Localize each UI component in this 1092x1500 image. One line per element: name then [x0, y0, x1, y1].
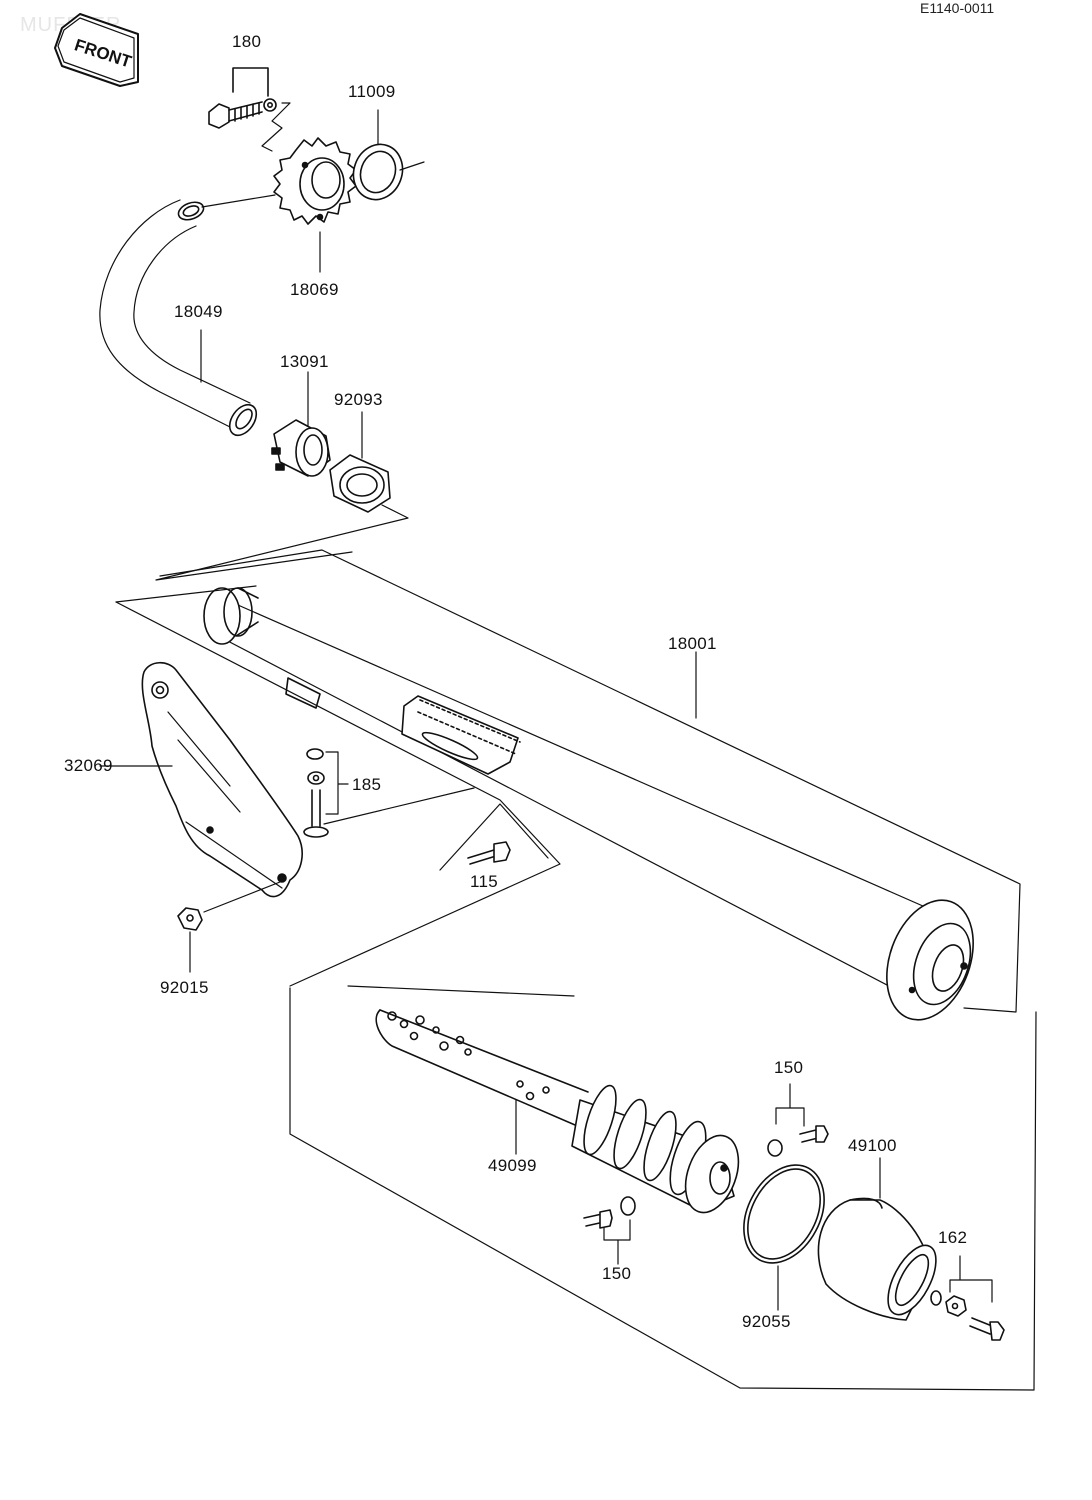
gasket-92055-icon — [743, 1164, 825, 1311]
part-label-18069: 18069 — [290, 280, 339, 299]
part-label-150-upper: 150 — [774, 1058, 804, 1077]
bolt-set-162-icon — [930, 1255, 1005, 1341]
flange-18069-icon — [273, 137, 357, 273]
part-label-49099: 49099 — [488, 1156, 537, 1175]
gasket-92093-icon — [155, 411, 409, 581]
part-label-49100: 49100 — [848, 1136, 897, 1155]
screw-150-lower-icon — [583, 1196, 636, 1265]
part-label-32069: 32069 — [64, 756, 113, 775]
part-label-150-lower: 150 — [602, 1264, 632, 1283]
muffler-body-18001-icon — [115, 549, 1021, 1021]
part-label-162: 162 — [938, 1228, 968, 1247]
assembly-outline — [289, 987, 1037, 1391]
bolt-115-icon — [439, 803, 549, 871]
part-label-180: 180 — [232, 32, 262, 51]
part-label-13091: 13091 — [280, 352, 329, 371]
part-label-185: 185 — [352, 775, 382, 794]
diagram-code: E1140-0011 — [920, 0, 995, 16]
nut-92015-icon — [177, 881, 281, 973]
part-label-11009: 11009 — [348, 82, 396, 101]
front-arrow-icon: FRONT — [54, 13, 139, 87]
gasket-11009-icon — [352, 109, 425, 201]
part-label-92093: 92093 — [334, 390, 383, 409]
screw-150-upper-icon — [767, 1083, 829, 1157]
part-label-92015: 92015 — [160, 978, 209, 997]
bolt-180-icon — [208, 67, 291, 152]
part-label-18001: 18001 — [668, 634, 717, 653]
part-label-18049: 18049 — [174, 302, 223, 321]
exhaust-pipe-18049-icon — [99, 194, 276, 437]
part-label-92055: 92055 — [742, 1312, 791, 1331]
end-cap-49100-icon — [817, 1157, 937, 1321]
bolt-set-185-icon — [303, 748, 475, 838]
pipe-joint-13091-icon — [271, 371, 331, 477]
silencer-insert-49099-icon — [347, 985, 740, 1214]
part-label-115: 115 — [470, 872, 499, 891]
bracket-32069-icon — [99, 661, 303, 898]
